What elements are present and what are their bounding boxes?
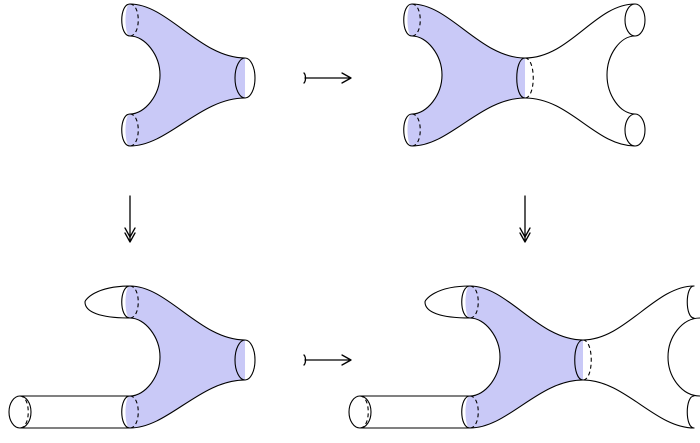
- pants-with-handle-and-cylinder: [8, 285, 256, 429]
- left-epimorphism-arrow: [124, 195, 136, 243]
- pants-glued-to-cobordism: [403, 3, 646, 147]
- top-monomorphism-arrow: [303, 72, 352, 84]
- bottom-monomorphism-arrow: [303, 354, 352, 366]
- pair-of-pants: [121, 3, 256, 147]
- right-epimorphism-arrow: [519, 195, 531, 243]
- composite-surface: [348, 285, 700, 429]
